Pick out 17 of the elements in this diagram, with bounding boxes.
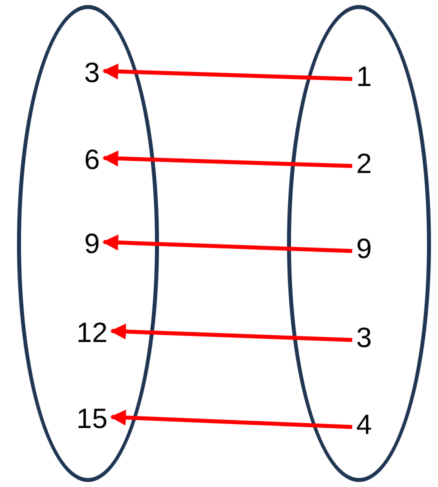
number-label: 9 (356, 235, 372, 263)
arrow (110, 324, 352, 342)
number-label: 1 (356, 63, 372, 91)
arrow (102, 150, 352, 168)
set-ellipse (17, 5, 159, 482)
number-label: 15 (76, 405, 108, 433)
set-ellipse (287, 5, 431, 482)
arrow (102, 63, 352, 81)
arrow (110, 410, 352, 429)
number-label: 9 (84, 230, 100, 258)
number-label: 2 (356, 150, 372, 178)
number-label: 4 (356, 411, 372, 439)
number-label: 3 (356, 324, 372, 352)
number-label: 3 (84, 59, 100, 87)
arrow (102, 234, 352, 253)
number-label: 6 (84, 146, 100, 174)
number-label: 12 (76, 319, 108, 347)
